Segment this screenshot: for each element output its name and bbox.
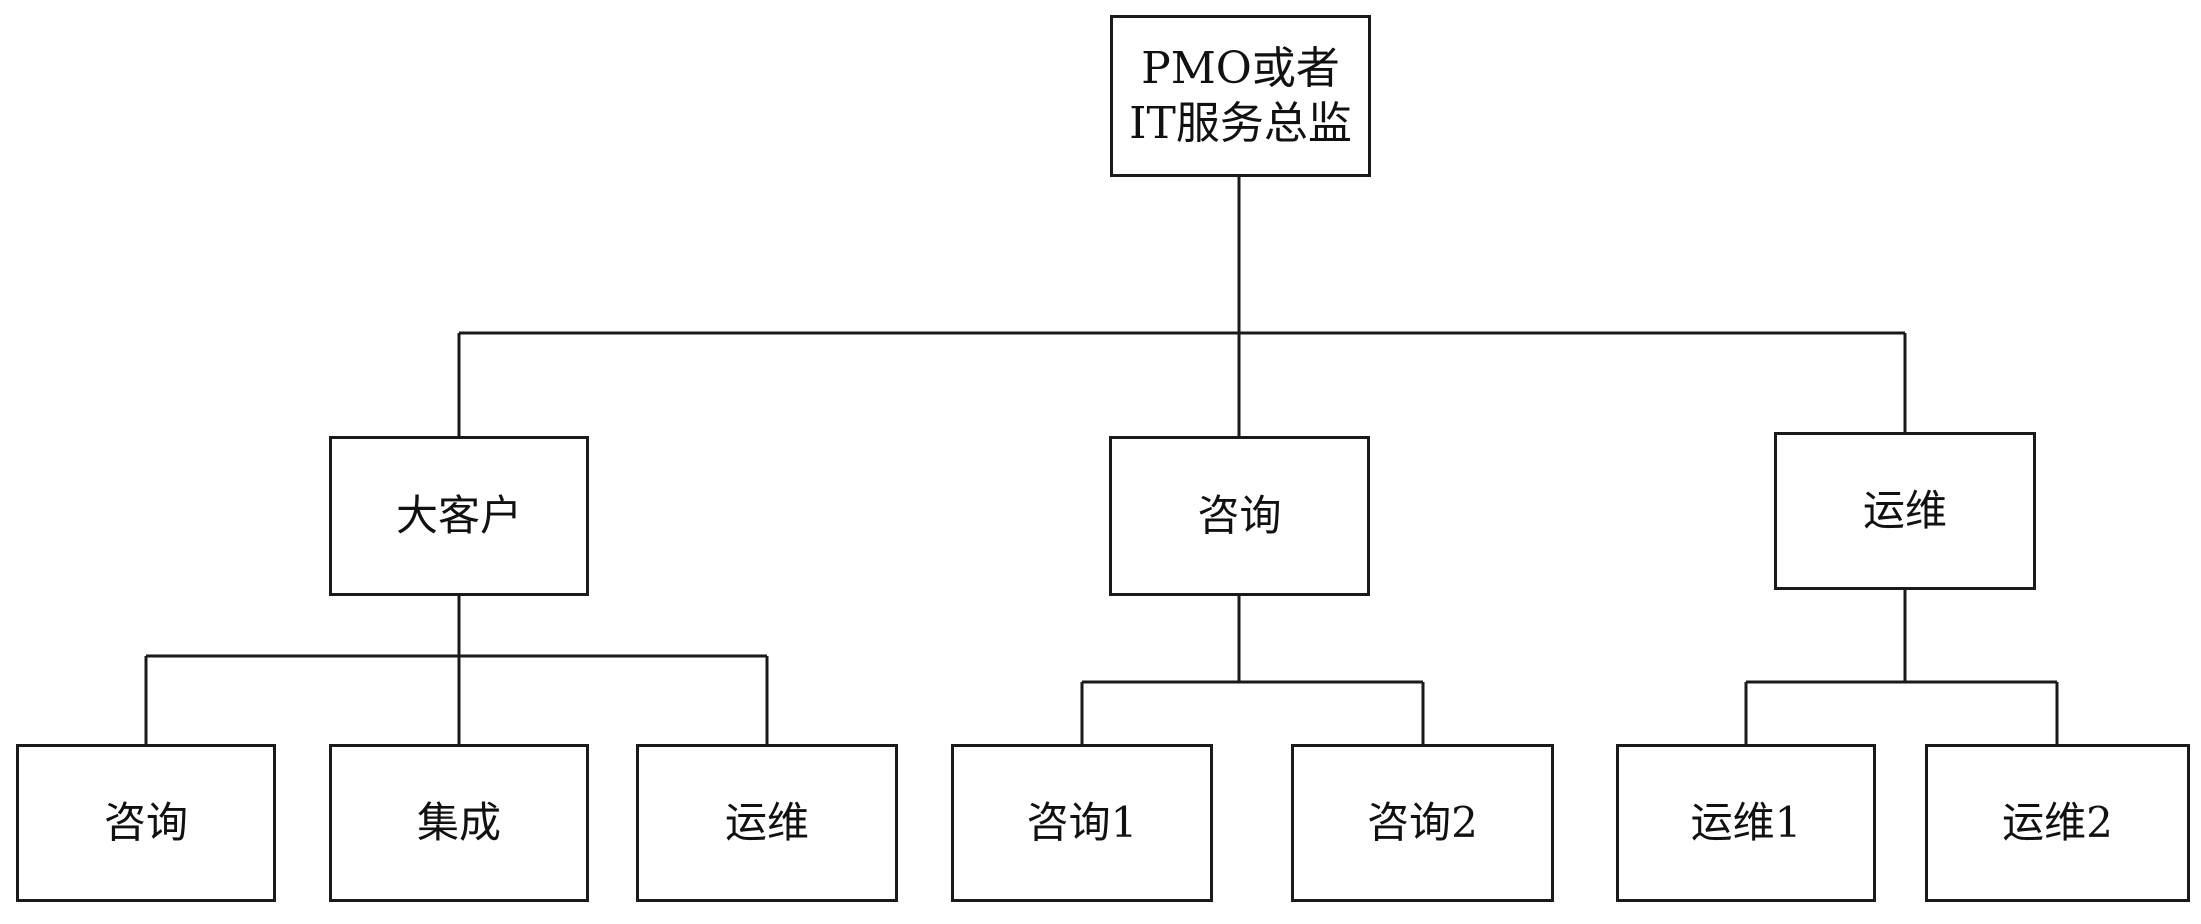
dept-label-2: 咨询 bbox=[1197, 490, 1282, 540]
dept-node-1: 大客户 bbox=[329, 436, 589, 596]
leaf-label-2-1: 咨询1 bbox=[1026, 797, 1138, 847]
dept-node-2: 咨询 bbox=[1109, 436, 1370, 596]
leaf-node-1-1: 咨询 bbox=[16, 744, 276, 902]
root-label-line-2: IT服务总监 bbox=[1129, 98, 1352, 149]
dept-label-3: 运维 bbox=[1862, 485, 1947, 535]
leaf-label-2-2: 咨询2 bbox=[1367, 797, 1478, 847]
leaf-label-3-2: 运维2 bbox=[2002, 797, 2113, 847]
dept-node-3: 运维 bbox=[1774, 432, 2036, 590]
leaf-label-1-1: 咨询 bbox=[103, 797, 188, 847]
leaf-node-2-2: 咨询2 bbox=[1291, 744, 1554, 902]
leaf-node-1-2: 集成 bbox=[329, 744, 589, 902]
root-node: PMO或者 IT服务总监 bbox=[1110, 15, 1371, 177]
leaf-node-1-3: 运维 bbox=[636, 744, 898, 902]
leaf-node-3-1: 运维1 bbox=[1616, 744, 1876, 902]
leaf-label-1-2: 集成 bbox=[416, 797, 501, 847]
dept-label-1: 大客户 bbox=[395, 490, 522, 540]
leaf-label-3-1: 运维1 bbox=[1690, 797, 1802, 847]
leaf-label-1-3: 运维 bbox=[724, 797, 809, 847]
root-label-line-1: PMO或者 bbox=[1141, 43, 1340, 94]
leaf-node-2-1: 咨询1 bbox=[951, 744, 1213, 902]
leaf-node-3-2: 运维2 bbox=[1925, 744, 2190, 902]
